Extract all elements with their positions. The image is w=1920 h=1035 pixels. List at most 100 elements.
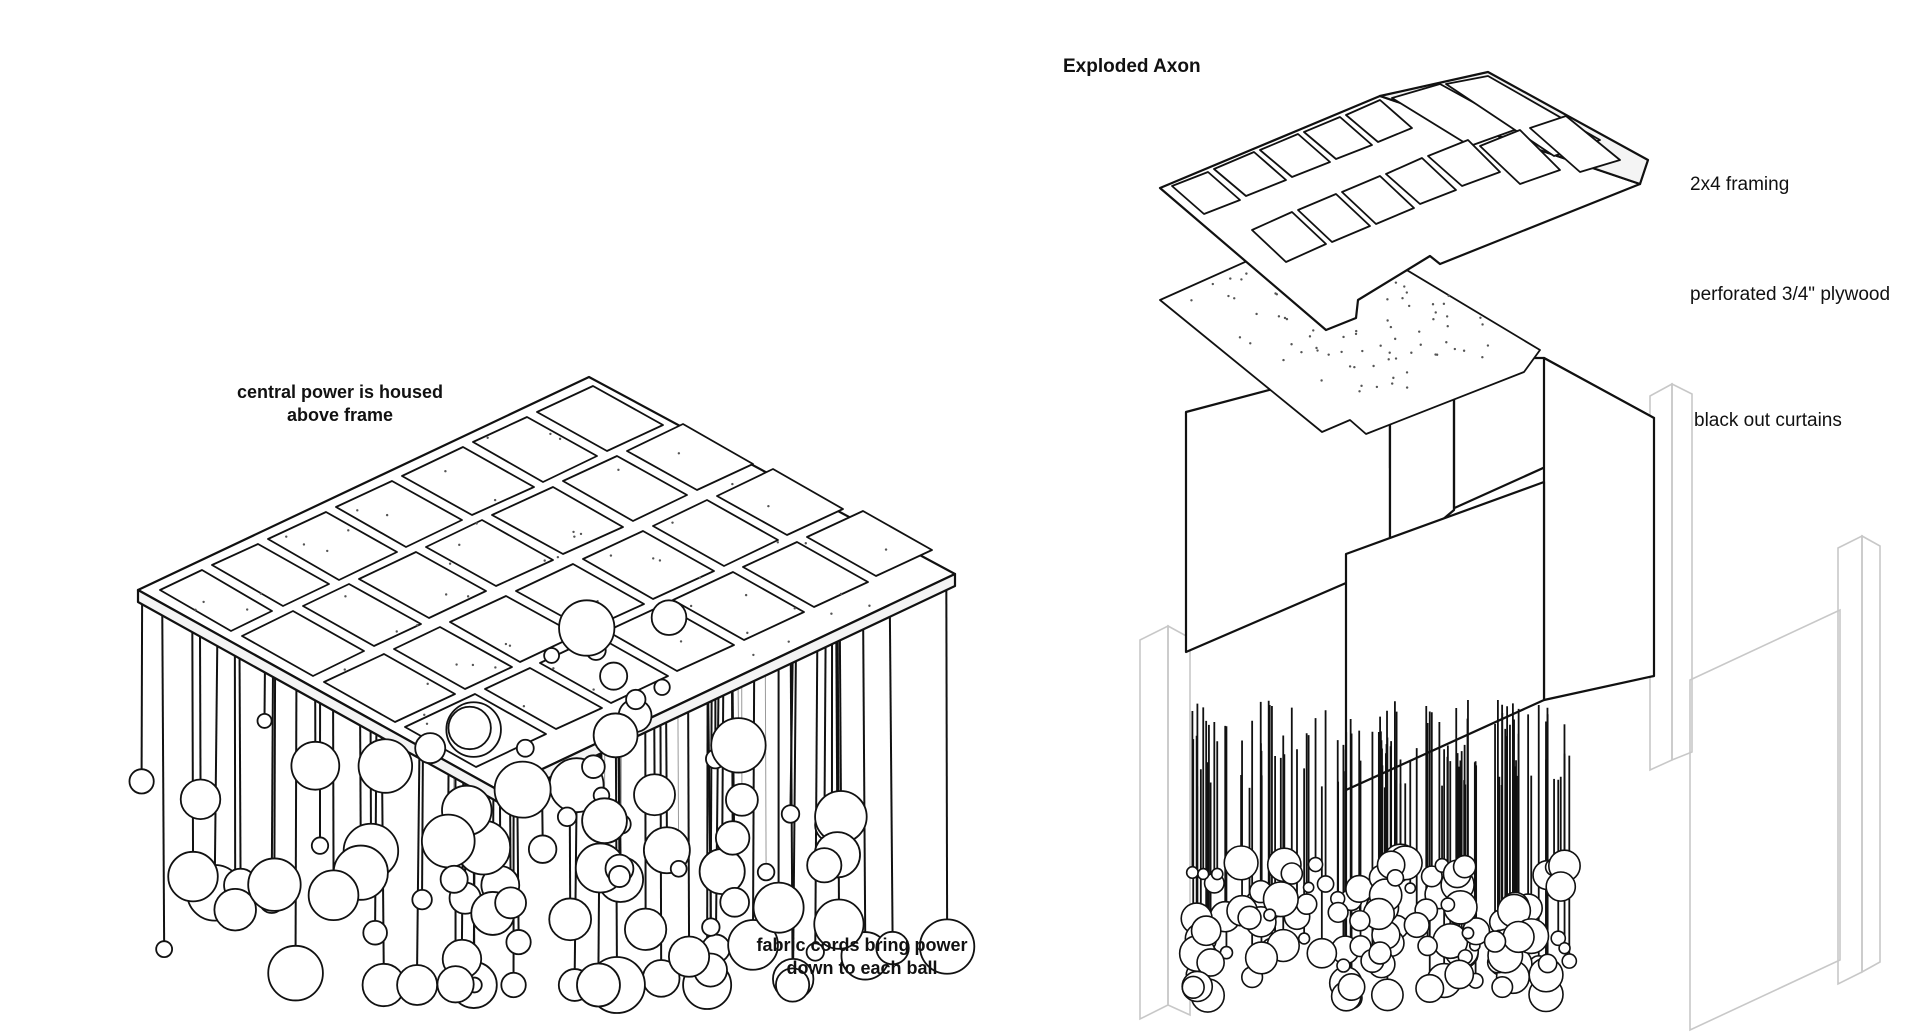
perforation-dot — [652, 557, 655, 560]
light-ball — [167, 850, 219, 903]
perforation-dot — [1390, 382, 1394, 385]
light-ball — [669, 859, 688, 878]
light-ball — [213, 887, 257, 932]
perforation-dot — [839, 592, 843, 596]
light-ball — [1483, 930, 1507, 953]
perforation-dot — [573, 535, 576, 538]
perforation-dot — [1442, 302, 1446, 306]
plywood-label: perforated 3/4" plywood — [1690, 284, 1891, 305]
frame-bays — [159, 385, 933, 768]
hanging-cord — [945, 581, 949, 920]
light-ball — [411, 888, 433, 911]
light-ball — [1386, 869, 1405, 887]
light-ball — [813, 898, 865, 950]
perforation-dot — [830, 612, 833, 615]
right-light-balls — [1178, 843, 1581, 1013]
light-ball — [1280, 862, 1304, 885]
perforation-dot — [592, 688, 595, 691]
perforation-dot — [752, 653, 755, 657]
perforation-dot — [448, 562, 452, 565]
light-ball — [1415, 973, 1445, 1004]
framing-layer — [1158, 70, 1650, 332]
light-ball — [919, 918, 976, 975]
light-ball — [1491, 975, 1514, 999]
left-axon-view — [128, 375, 976, 1014]
perforation-dot — [677, 452, 681, 455]
right-cords — [1191, 700, 1571, 988]
perforation-dot — [1386, 319, 1389, 322]
perforation-dot — [1340, 350, 1343, 354]
light-ball — [310, 836, 330, 855]
light-ball — [256, 712, 273, 729]
perforation-dot — [731, 482, 734, 486]
light-ball — [527, 834, 558, 864]
fabric-cords-note-line-2: down to each ball — [786, 958, 938, 978]
light-ball — [1307, 856, 1324, 873]
perforation-dot — [486, 436, 489, 440]
light-ball — [576, 962, 621, 1008]
perforation-dot — [884, 548, 888, 551]
perforation-dot — [1379, 344, 1382, 347]
hanging-cord — [294, 656, 298, 946]
perforation-dot — [1386, 298, 1389, 301]
light-ball — [1345, 874, 1374, 903]
curtains-label: black out curtains — [1694, 410, 1842, 431]
perforation-dot — [1361, 349, 1364, 353]
light-ball — [756, 862, 776, 882]
light-ball — [543, 647, 560, 664]
light-ball — [556, 806, 578, 828]
perforation-dot — [508, 644, 512, 647]
light-ball — [1403, 911, 1430, 939]
black-out-curtains-layer — [1184, 356, 1656, 792]
hanging-cord — [140, 596, 144, 770]
light-ball — [505, 929, 532, 956]
light-ball — [633, 773, 676, 817]
perforation-dot — [1277, 315, 1281, 318]
light-ball — [128, 768, 155, 795]
perforation-dot — [1354, 332, 1358, 336]
perforation-dot — [609, 554, 613, 557]
hanging-cord — [861, 583, 867, 933]
light-ball — [1302, 881, 1315, 894]
light-ball — [1190, 915, 1222, 947]
perforation-dot — [689, 604, 693, 608]
light-ball — [625, 688, 647, 711]
light-ball — [698, 848, 746, 895]
light-ball — [1502, 920, 1535, 954]
light-ball — [1368, 941, 1392, 965]
light-ball — [592, 712, 639, 759]
perforation-dot — [1447, 294, 1450, 297]
perforation-dot — [1355, 329, 1358, 333]
light-ball — [805, 942, 825, 962]
light-ball — [362, 919, 388, 946]
light-ball — [725, 782, 759, 817]
light-ball — [1417, 935, 1438, 957]
light-ball — [581, 754, 606, 779]
perforation-dot — [1300, 350, 1303, 354]
perforation-dot — [1358, 390, 1361, 393]
perforation-dot — [572, 530, 575, 534]
light-ball — [1349, 909, 1371, 932]
perforation-dot — [1348, 365, 1352, 368]
light-ball — [806, 847, 843, 884]
perforation-dot — [1462, 349, 1466, 352]
perforation-dot — [1401, 297, 1404, 300]
perforation-dot — [1405, 371, 1409, 374]
central-power-note-line-1: central power is housed — [236, 382, 444, 402]
perforation-dot — [302, 543, 306, 546]
perforation-dot — [1315, 346, 1318, 350]
perforation-dot — [1190, 299, 1193, 302]
perforation-dot — [1445, 341, 1448, 344]
perforation-dot — [1394, 357, 1398, 360]
perforation-dot — [658, 559, 662, 562]
perforation-dot — [1342, 335, 1345, 339]
perforation-dot — [1375, 385, 1379, 389]
light-ball — [780, 804, 801, 824]
light-ball — [1197, 867, 1210, 881]
light-ball — [1181, 975, 1205, 1000]
light-ball — [719, 887, 750, 918]
light-ball — [1550, 930, 1567, 947]
light-ball — [357, 738, 414, 794]
light-ball — [1185, 865, 1199, 880]
perforation-dot — [1419, 343, 1422, 346]
